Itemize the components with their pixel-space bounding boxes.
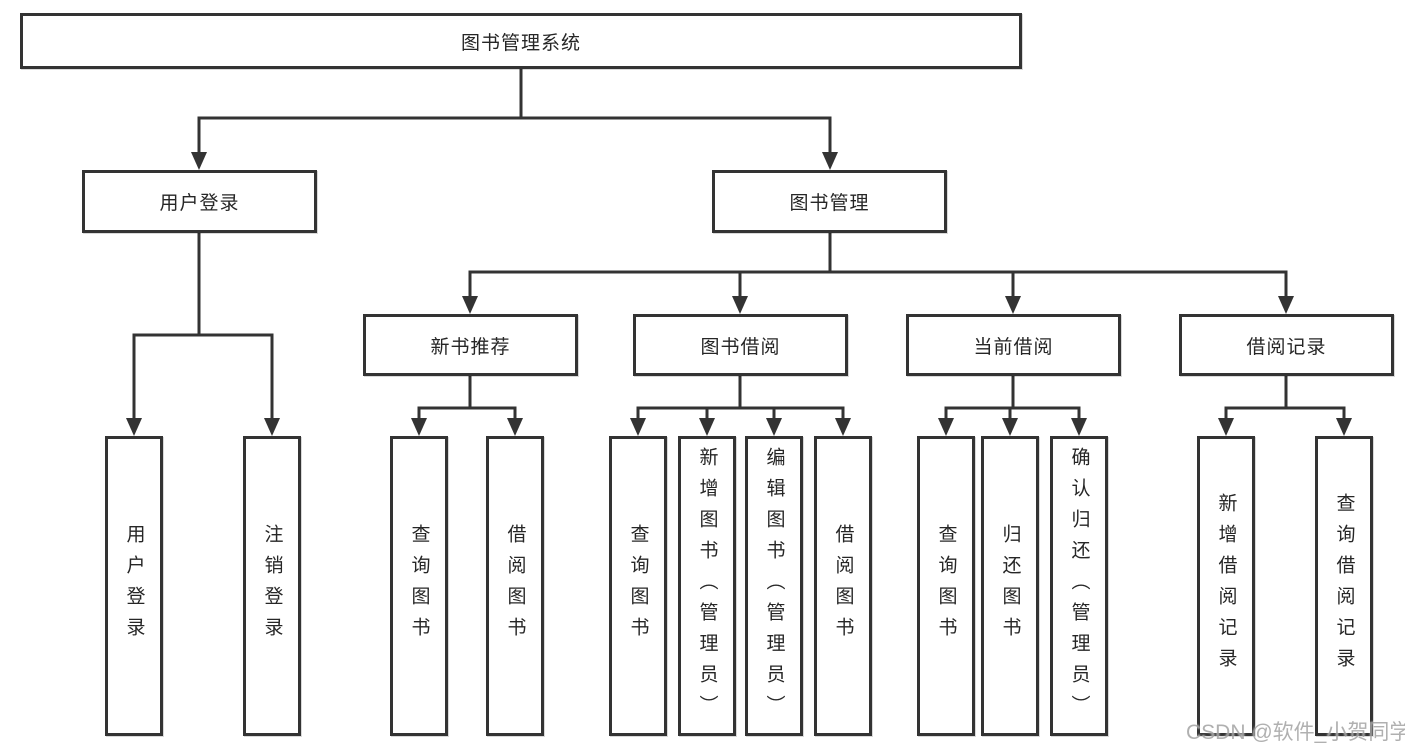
leaf-confirm-return-admin: 确认归还（管理员） — [1050, 436, 1108, 736]
leaf-borrow-book: 借阅图书 — [814, 436, 872, 736]
leaf-add-book-admin: 新增图书（管理员） — [678, 436, 736, 736]
node-new-book-recommend: 新书推荐 — [363, 314, 578, 376]
watermark: CSDN @软件_小贺同学 — [1186, 721, 1405, 744]
leaf-query-book-recommend: 查询图书 — [390, 436, 448, 736]
leaf-add-borrow-record: 新增借阅记录 — [1197, 436, 1255, 736]
leaf-query-book-borrow: 查询图书 — [609, 436, 667, 736]
leaf-return-book: 归还图书 — [981, 436, 1039, 736]
leaf-query-book-current: 查询图书 — [917, 436, 975, 736]
leaf-query-borrow-record: 查询借阅记录 — [1315, 436, 1373, 736]
node-current-borrow: 当前借阅 — [906, 314, 1121, 376]
node-borrow-records: 借阅记录 — [1179, 314, 1394, 376]
leaf-edit-book-admin: 编辑图书（管理员） — [745, 436, 803, 736]
node-library-management-system: 图书管理系统 — [20, 13, 1022, 69]
leaf-user-login: 用户登录 — [105, 436, 163, 736]
leaf-borrow-book-recommend: 借阅图书 — [486, 436, 544, 736]
node-book-management: 图书管理 — [712, 170, 947, 233]
leaf-logout: 注销登录 — [243, 436, 301, 736]
node-book-borrow: 图书借阅 — [633, 314, 848, 376]
node-user-login: 用户登录 — [82, 170, 317, 233]
